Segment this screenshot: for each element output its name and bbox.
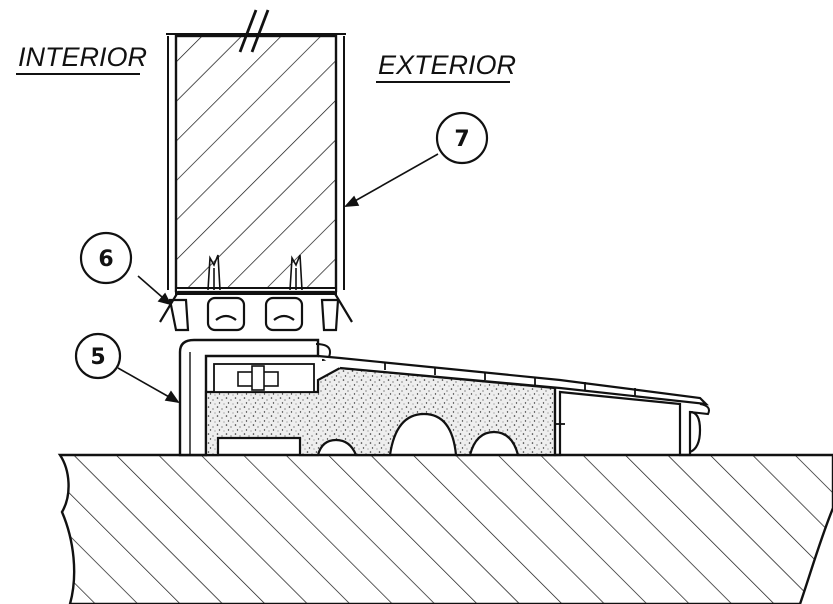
callout-7: 7	[435, 111, 489, 165]
callout-5: 5	[74, 332, 122, 380]
leader-lines	[117, 153, 439, 404]
interior-label: INTERIOR	[16, 42, 147, 75]
break-mark	[238, 9, 270, 53]
thermal-break	[237, 365, 279, 391]
door-bottom-sweep	[159, 290, 353, 332]
callout-6: 6	[79, 231, 133, 285]
door-leaf	[166, 9, 346, 295]
threshold-profile	[178, 338, 710, 457]
callout-6-label: 6	[98, 247, 113, 272]
callout-5-label: 5	[90, 345, 105, 370]
bottom-fasteners	[207, 254, 303, 291]
exterior-label: EXTERIOR	[376, 50, 516, 83]
callout-7-label: 7	[454, 127, 469, 152]
interior-text: INTERIOR	[18, 42, 147, 72]
floor-slab	[57, 453, 833, 604]
exterior-text: EXTERIOR	[378, 50, 516, 80]
tread-ribs	[384, 362, 636, 396]
